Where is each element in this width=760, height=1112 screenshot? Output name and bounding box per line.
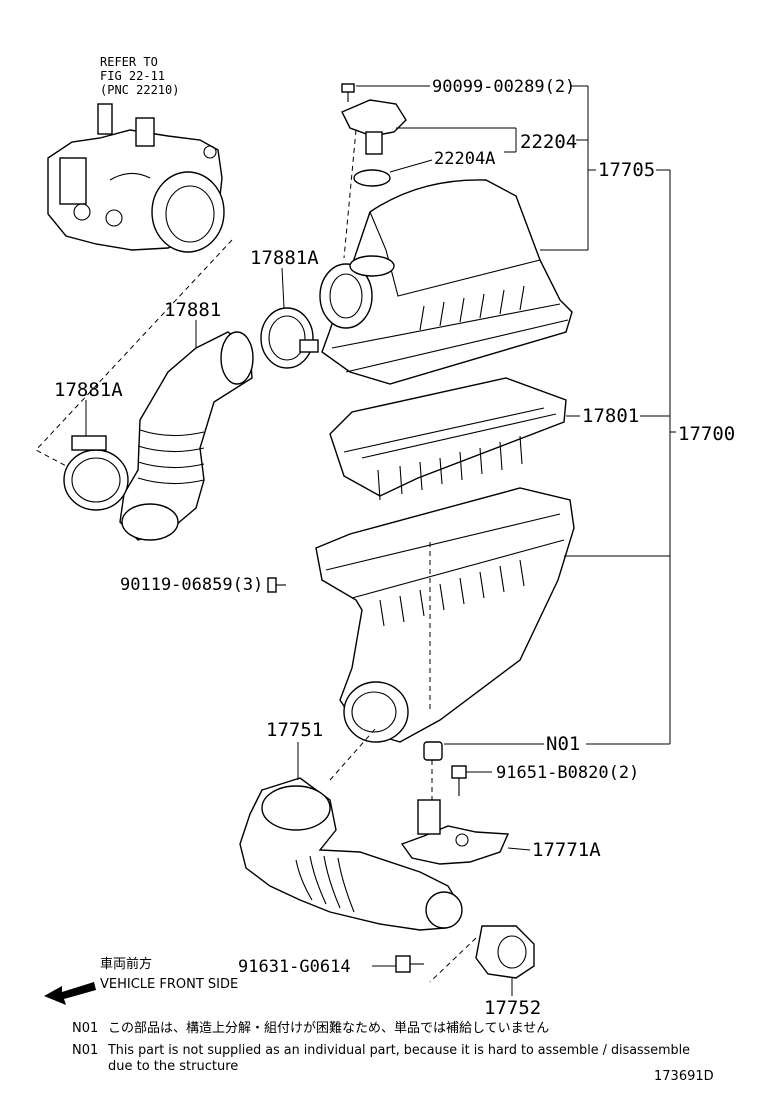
label-clamp-lower: 17881A bbox=[54, 379, 123, 401]
direction-english: VEHICLE FRONT SIDE bbox=[100, 977, 238, 992]
throttle-body-illustration bbox=[47, 103, 225, 253]
label-clamp-upper: 17881A bbox=[250, 247, 319, 269]
label-cap-assy: 17705 bbox=[598, 159, 655, 181]
dashed-guide-resonator bbox=[429, 937, 477, 983]
label-cleaner-assy: 17700 bbox=[678, 423, 735, 445]
dashed-guide-inlet bbox=[329, 727, 377, 781]
hose-clamp-upper-illustration bbox=[260, 307, 319, 369]
label-element: 17801 bbox=[582, 405, 639, 427]
label-inlet: 17751 bbox=[266, 719, 323, 741]
resonator-illustration bbox=[475, 925, 535, 979]
note-2-code: N01 bbox=[72, 1043, 98, 1058]
air-inlet-duct-illustration bbox=[239, 777, 463, 931]
label-gasket: 22204A bbox=[434, 149, 495, 169]
note-1-text: この部品は、構造上分解・組付けが困難なため、単品では補給していません bbox=[108, 1020, 549, 1036]
label-hose: 17881 bbox=[164, 299, 221, 321]
intake-hose-illustration bbox=[119, 331, 254, 541]
bolt-bracket-illustration bbox=[451, 765, 467, 796]
label-screw-side: 90119-06859(3) bbox=[120, 575, 263, 595]
label-bolt-bottom: 91631-G0614 bbox=[238, 957, 351, 977]
label-bolt-top: 90099-00289(2) bbox=[432, 77, 575, 97]
direction-japanese: 車両前方 bbox=[100, 956, 152, 972]
reference-line-3: (PNC 22210) bbox=[100, 83, 179, 97]
bolt-bottom-illustration bbox=[395, 955, 424, 973]
air-cleaner-cap-illustration bbox=[319, 179, 573, 385]
air-cleaner-case-illustration bbox=[315, 487, 575, 743]
label-bolt-bracket: 91651-B0820(2) bbox=[496, 763, 639, 783]
label-grommet: N01 bbox=[546, 733, 580, 755]
label-sensor: 22204 bbox=[520, 131, 577, 153]
hose-clamp-lower-illustration bbox=[63, 435, 129, 511]
note-1-code: N01 bbox=[72, 1021, 98, 1036]
label-resonator: 17752 bbox=[484, 997, 541, 1019]
label-bracket: 17771A bbox=[532, 839, 601, 861]
screw-side-illustration bbox=[267, 577, 286, 593]
figure-id: 173691D bbox=[654, 1069, 714, 1084]
reference-line-2: FIG 22-11 bbox=[100, 69, 165, 83]
leader-lines bbox=[85, 85, 676, 996]
vehicle-front-arrow-icon bbox=[44, 982, 96, 1005]
note-2-text-line-1: This part is not supplied as an individu… bbox=[107, 1043, 690, 1058]
bracket-illustration bbox=[400, 799, 510, 865]
dashed-guide-sensor bbox=[343, 129, 357, 259]
reference-line-1: REFER TO bbox=[100, 55, 158, 69]
air-filter-element-illustration bbox=[329, 377, 567, 501]
grommet-illustration bbox=[423, 741, 443, 761]
note-2-text-line-2: due to the structure bbox=[108, 1059, 238, 1074]
mass-air-flow-sensor-illustration bbox=[341, 83, 407, 187]
